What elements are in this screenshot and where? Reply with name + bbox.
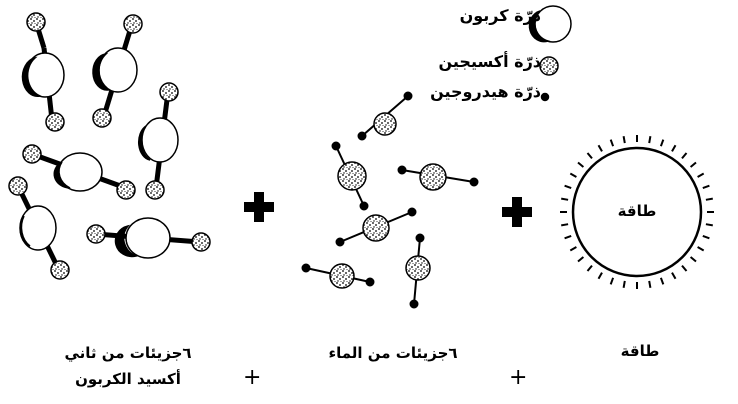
oxygen-atom-icon	[539, 56, 559, 76]
co2-molecule	[21, 12, 65, 132]
sun-ray	[648, 280, 652, 288]
legend-icons	[528, 5, 572, 102]
co2-molecule	[138, 82, 179, 200]
sun-ray	[609, 277, 615, 285]
bold-plus-sign	[502, 197, 532, 227]
legend-oxygen-label: ذرّة أكسيجين	[438, 52, 542, 71]
energy-sun-label: طاقة	[618, 202, 657, 220]
hydrogen-atom-icon	[540, 92, 550, 102]
sun-ray	[681, 152, 688, 160]
sun-ray	[564, 184, 572, 190]
co2-label-line2: أكسيد الكربون	[75, 370, 181, 388]
co2-molecule	[22, 144, 136, 200]
sun-ray	[659, 139, 665, 147]
plus-sign-label: +	[509, 365, 527, 390]
water-molecule	[397, 163, 479, 191]
water-label: ٦جزيئات من الماء	[328, 344, 458, 362]
sun-ray	[697, 246, 705, 252]
bold-plus-sign	[244, 192, 274, 222]
sun-ray	[689, 161, 697, 168]
sun-ray	[689, 256, 697, 263]
sun-ray	[671, 272, 677, 280]
sun-ray	[622, 136, 626, 144]
sun-ray	[569, 172, 577, 178]
energy-label: طاقة	[620, 342, 660, 360]
sun-rays	[560, 135, 714, 289]
legend-hydrogen-label: ذرّة هيدروجين	[430, 82, 541, 101]
carbon-atom-icon	[528, 5, 572, 43]
co2-label-line1: ٦جزيئات من ثاني	[64, 344, 192, 362]
co2-molecule	[92, 14, 143, 128]
sun-ray	[659, 277, 665, 285]
water-molecule	[331, 141, 369, 211]
sun-ray	[597, 144, 603, 152]
sun-ray	[702, 234, 710, 240]
co2-molecules	[8, 12, 211, 280]
sun-ray	[681, 264, 688, 272]
sun-ray	[705, 223, 713, 227]
energy-sun	[560, 135, 714, 289]
water-molecule	[357, 91, 413, 141]
water-molecule	[301, 263, 375, 289]
plus-sign-label: +	[243, 365, 261, 390]
sun-ray	[586, 152, 593, 160]
water-molecule	[405, 233, 431, 309]
water-molecule	[335, 207, 417, 247]
legend-carbon-label: ذرّة كربون	[459, 6, 541, 25]
co2-molecule	[8, 176, 70, 280]
sun-ray	[609, 139, 615, 147]
co2-molecule	[86, 217, 211, 259]
sun-ray	[586, 264, 593, 272]
sun-ray	[564, 234, 572, 240]
sun-ray	[697, 172, 705, 178]
sun-ray	[561, 223, 569, 227]
sun-ray	[702, 184, 710, 190]
sun-ray	[577, 161, 585, 168]
sun-ray	[622, 280, 626, 288]
sun-ray	[705, 197, 713, 201]
water-molecules	[301, 91, 479, 309]
sun-ray	[597, 272, 603, 280]
sun-ray	[648, 136, 652, 144]
sun-ray	[569, 246, 577, 252]
sun-ray	[577, 256, 585, 263]
sun-ray	[561, 197, 569, 201]
sun-ray	[671, 144, 677, 152]
